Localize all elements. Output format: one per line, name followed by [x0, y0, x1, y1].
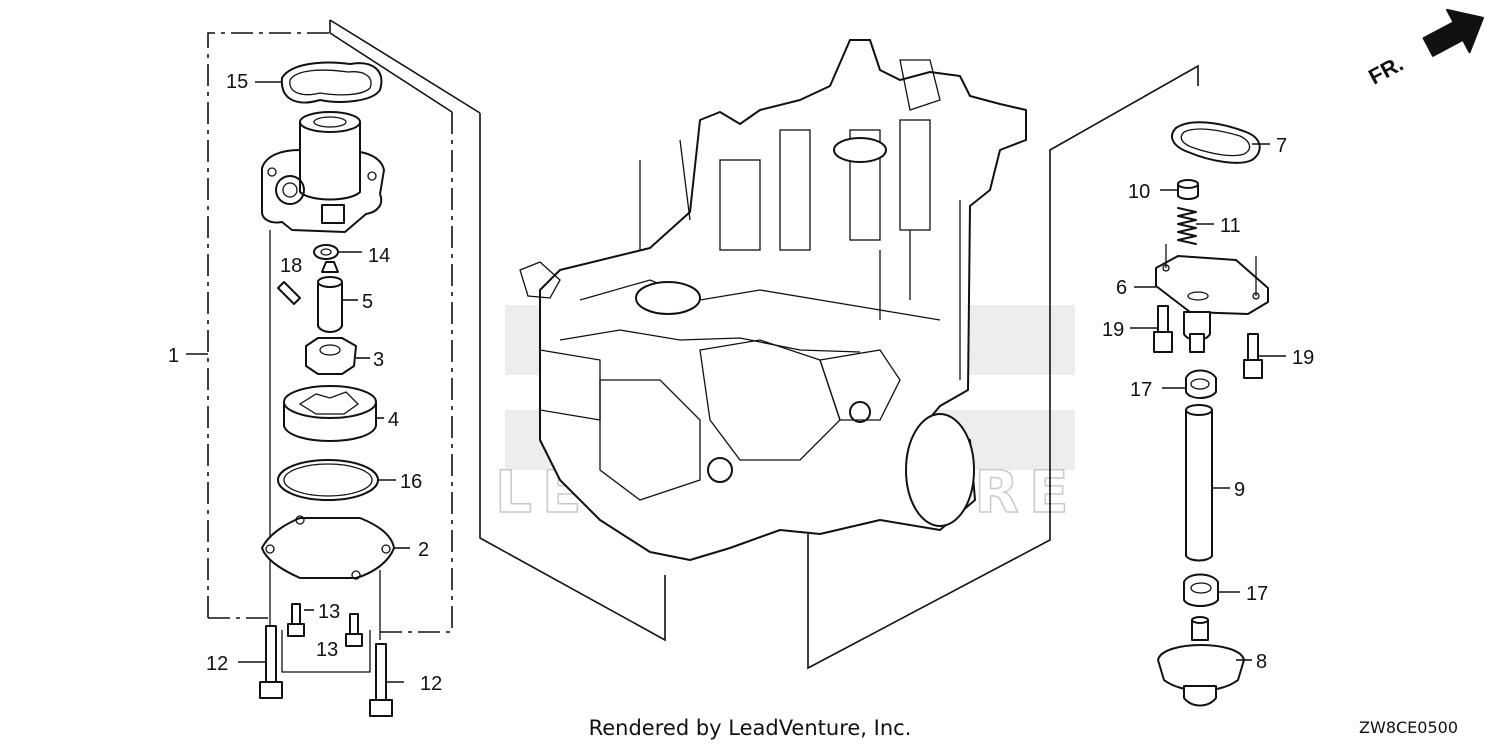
callout-8: 8 [1256, 651, 1267, 673]
part-18-pin [277, 281, 301, 305]
part-4-outer-rotor [283, 385, 384, 442]
callout-6: 6 [1116, 277, 1127, 299]
callout-1: 1 [168, 345, 179, 367]
render-credit: Rendered by LeadVenture, Inc. [588, 716, 912, 740]
part-16-oring [277, 459, 396, 501]
callout-11: 11 [1220, 215, 1241, 237]
callout-7: 7 [1276, 135, 1287, 157]
front-direction-arrow: FR. [1364, 8, 1485, 90]
callout-15: 15 [226, 71, 248, 93]
part-19-bolt-left [1130, 305, 1173, 353]
part-9-hose [1185, 404, 1230, 562]
part-19-bolt-right [1243, 333, 1286, 379]
part-5-shaft [317, 261, 358, 333]
part-13-bolt-a [287, 603, 314, 637]
pump-housing [261, 111, 385, 233]
callout-4: 4 [388, 409, 399, 431]
part-2-plate [261, 515, 410, 580]
part-3-inner-rotor [305, 337, 370, 375]
part-11-spring [1177, 207, 1214, 245]
part-14-washer [313, 244, 362, 260]
callout-12-left: 12 [206, 653, 228, 675]
part-8-check-valve [1157, 616, 1252, 707]
callout-10: 10 [1128, 181, 1150, 203]
part-10-cap [1160, 179, 1199, 200]
callout-19-right: 19 [1292, 347, 1314, 369]
part-6-thermostat-cover [1134, 244, 1269, 353]
part-13-bolt-b [345, 613, 363, 647]
callout-16: 16 [400, 471, 422, 493]
callout-2: 2 [418, 539, 429, 561]
part-15-gasket [255, 61, 383, 104]
callout-14: 14 [368, 245, 390, 267]
callout-13-b: 13 [316, 639, 338, 661]
callout-18: 18 [280, 255, 302, 277]
block-outline [807, 64, 1199, 670]
pump-group-outline [186, 19, 666, 673]
cylinder-block [519, 39, 1027, 561]
callout-3: 3 [373, 349, 384, 371]
callout-5: 5 [362, 291, 373, 313]
diagram-code: ZW8CE0500 [1359, 718, 1458, 737]
direction-label: FR. [1364, 51, 1407, 90]
callout-9: 9 [1234, 479, 1245, 501]
callout-17-top: 17 [1130, 379, 1152, 401]
part-17-clamp-bottom [1183, 573, 1240, 607]
part-7-gasket [1171, 121, 1270, 164]
part-12-bolt-left [238, 625, 283, 699]
callout-13-a: 13 [318, 601, 340, 623]
part-12-bolt-right [369, 643, 404, 717]
callout-12-right: 12 [420, 673, 442, 695]
callout-labels: 1 2 3 4 5 6 7 8 9 10 11 12 12 13 13 14 1… [168, 71, 1314, 695]
part-17-clamp-top [1162, 369, 1217, 399]
callout-17-bottom: 17 [1246, 583, 1268, 605]
callout-19-left: 19 [1102, 319, 1124, 341]
